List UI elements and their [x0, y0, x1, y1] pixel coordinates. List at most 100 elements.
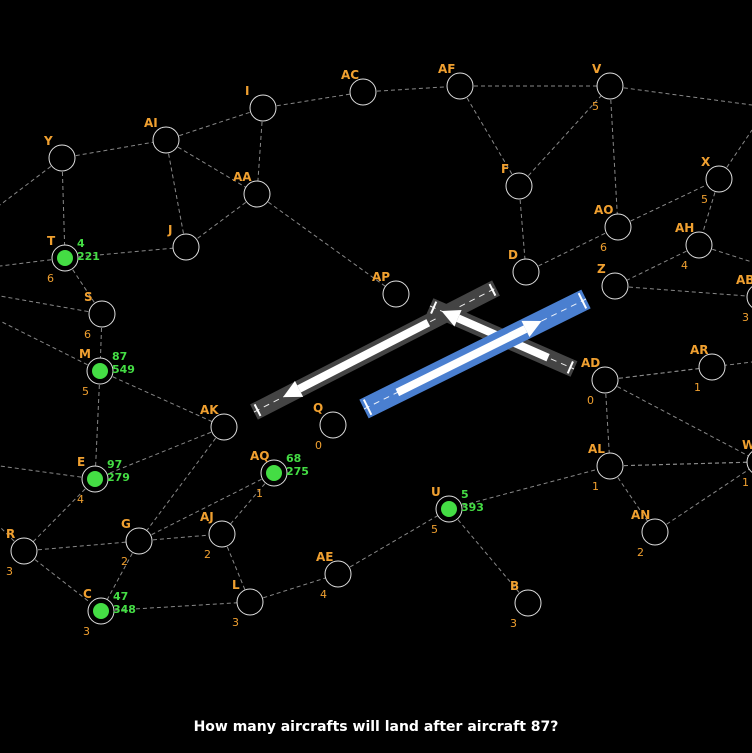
node-J[interactable]: J: [167, 223, 200, 261]
node-ring: [601, 272, 629, 300]
node-AB[interactable]: AB3: [736, 273, 752, 324]
node-ring: [243, 180, 271, 208]
edge-AK-E: [94, 426, 225, 480]
edge-R-C: [23, 550, 102, 612]
node-AJ[interactable]: AJ2: [200, 510, 236, 561]
node-AC[interactable]: AC: [341, 68, 377, 106]
node-label: AL: [588, 442, 605, 456]
node-AI[interactable]: AI: [144, 116, 180, 154]
aircraft-id: 87: [112, 350, 127, 363]
node-X[interactable]: X5: [701, 155, 733, 206]
edge-T-J: [64, 246, 187, 259]
node-AP[interactable]: AP: [372, 270, 410, 308]
node-value: 2: [637, 546, 644, 559]
node-label: AB: [736, 273, 752, 287]
node-ring: [591, 366, 619, 394]
node-G[interactable]: G2: [121, 517, 153, 568]
aircraft-marker[interactable]: [57, 250, 73, 266]
node-label: AK: [200, 403, 219, 417]
node-ring: [512, 258, 540, 286]
aircraft-marker[interactable]: [87, 471, 103, 487]
aircraft-time: 221: [77, 250, 100, 263]
runway-gray-short-threshold-1: [566, 361, 574, 374]
runway-gray-arrow-head: [283, 380, 304, 398]
node-label: U: [431, 485, 441, 499]
node-value: 3: [83, 625, 90, 638]
node-label: D: [508, 248, 518, 262]
node-AD[interactable]: AD0: [581, 356, 619, 407]
node-AH[interactable]: AH 4: [675, 221, 713, 272]
node-Z[interactable]: Z: [597, 262, 629, 300]
edge-stub-0: [0, 157, 63, 206]
node-label: AP: [372, 270, 390, 284]
node-I[interactable]: I: [245, 84, 277, 122]
edge-L-AE: [249, 573, 339, 603]
aircraft-marker[interactable]: [266, 465, 282, 481]
edge-stub-2: [0, 295, 103, 315]
node-S[interactable]: S6: [84, 290, 116, 341]
aircraft-marker[interactable]: [441, 501, 457, 517]
node-R[interactable]: R3: [6, 527, 38, 578]
node-AA[interactable]: AA: [233, 170, 271, 208]
runway-gray-threshold-1: [488, 283, 497, 297]
edge-Z-AB: [614, 285, 752, 297]
node-label: AH: [675, 221, 694, 235]
edge-I-AC: [262, 91, 364, 109]
node-V[interactable]: V5: [592, 62, 624, 113]
edge-D-AO: [525, 226, 619, 273]
node-ring: [705, 165, 733, 193]
runway-gray-threshold-0: [253, 403, 262, 417]
edge-AA-AP: [256, 193, 397, 295]
node-label: AJ: [200, 510, 214, 524]
node-ring: [210, 413, 238, 441]
node-label: X: [701, 155, 711, 169]
node-AL[interactable]: AL1: [588, 442, 624, 493]
aircraft-time: 275: [286, 465, 309, 478]
node-AO[interactable]: AO6: [594, 203, 632, 254]
edge-stub-9: [604, 361, 752, 381]
node-AN[interactable]: AN2: [631, 508, 669, 559]
node-AR[interactable]: AR1: [690, 343, 726, 394]
node-AE[interactable]: AE4: [316, 550, 352, 601]
node-value: 6: [84, 328, 91, 341]
node-label: T: [47, 234, 56, 248]
node-Y[interactable]: Y: [43, 134, 76, 172]
node-D[interactable]: D: [508, 248, 540, 286]
edge-AH-Z: [614, 244, 700, 287]
node-ring: [505, 172, 533, 200]
edge-AQ-G: [138, 472, 275, 542]
edge-stub-6: [609, 85, 752, 106]
node-AF[interactable]: AF: [438, 62, 474, 100]
node-F[interactable]: F: [501, 162, 533, 200]
edge-AN-W: [654, 466, 752, 533]
node-AK[interactable]: AK: [200, 403, 238, 441]
node-value: 0: [587, 394, 594, 407]
node-B[interactable]: B3: [510, 579, 542, 630]
node-label: G: [121, 517, 131, 531]
node-value: 3: [232, 616, 239, 629]
aircraft-marker[interactable]: [93, 603, 109, 619]
node-label: Y: [43, 134, 53, 148]
node-Q[interactable]: Q0: [313, 401, 347, 452]
edge-F-D: [518, 185, 527, 273]
node-label: AF: [438, 62, 455, 76]
node-W[interactable]: W1: [742, 438, 752, 489]
edge-M-AK: [99, 370, 225, 428]
edge-AA-J: [185, 193, 258, 248]
node-value: 4: [681, 259, 688, 272]
node-value: 4: [320, 588, 327, 601]
node-ring: [604, 213, 632, 241]
node-label: F: [501, 162, 509, 176]
node-label: W: [742, 438, 752, 452]
edge-AI-I: [165, 107, 264, 141]
node-L[interactable]: L3: [232, 578, 264, 629]
aircraft-marker[interactable]: [92, 363, 108, 379]
